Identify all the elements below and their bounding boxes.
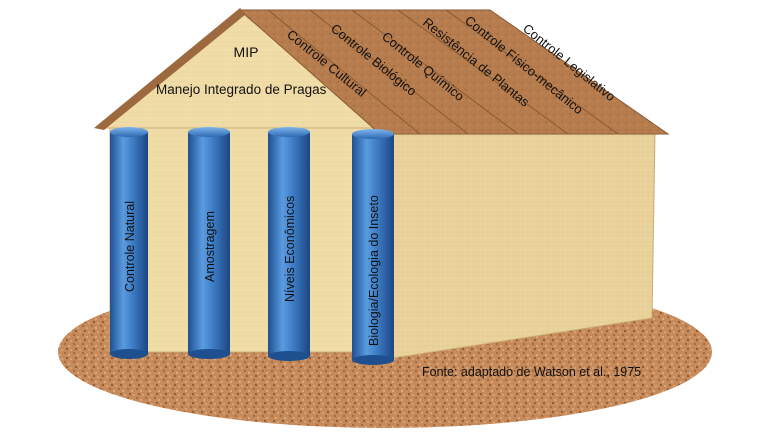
pillar-label: Amostragem [203,211,217,282]
pillar-label: Controle Natural [123,201,137,292]
front-wall [109,125,391,353]
pillar-label: Biologia/Ecologia do Inseto [367,195,381,346]
source-credit: Fonte: adaptado de Watson et al., 1975 [422,365,641,379]
pediment-subtitle: Manejo Integrado de Pragas [156,82,327,97]
pediment-title: MIP [234,44,259,60]
pillar-amostragem: Amostragem [188,127,230,359]
roof-strip-dividers [267,9,619,135]
pillar-niveis-economicos: Níveis Econômicos [268,127,310,361]
pillar-label: Níveis Econômicos [283,196,297,302]
pillar-controle-natural: Controle Natural [110,127,148,359]
pillar-biologia-ecologia: Biologia/Ecologia do Inseto [352,129,394,365]
roof-edge [94,8,246,130]
roof [238,9,670,135]
